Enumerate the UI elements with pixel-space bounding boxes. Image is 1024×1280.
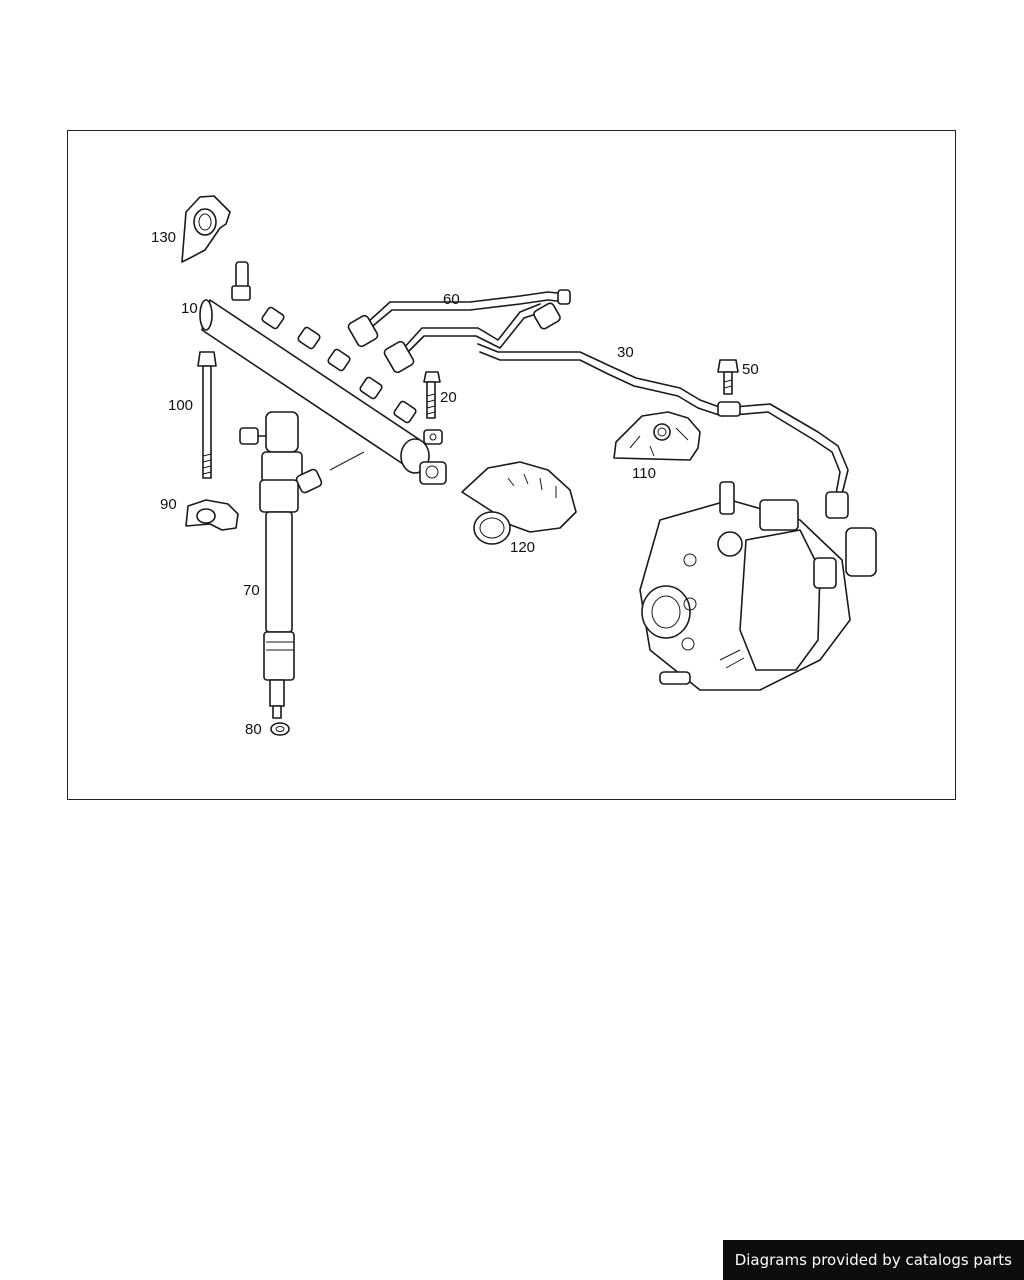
callout-80: 80 — [245, 721, 262, 738]
part-70-injector — [239, 411, 323, 719]
callout-20: 20 — [440, 389, 457, 406]
part-90-clamp — [185, 499, 239, 531]
part-30-supply-line — [477, 343, 849, 519]
callout-110: 110 — [632, 465, 656, 482]
callout-10: 10 — [181, 300, 198, 317]
leader-line — [329, 451, 365, 471]
part-120-cover — [461, 461, 577, 545]
high-pressure-pump — [639, 481, 877, 691]
part-130-bracket — [181, 195, 231, 263]
callout-70: 70 — [243, 582, 260, 599]
footer-credit: Diagrams provided by catalogs parts — [722, 1240, 1024, 1280]
callout-90: 90 — [160, 496, 177, 513]
part-100-long-bolt — [197, 351, 217, 479]
part-10-fuel-rail — [199, 261, 447, 485]
part-50-bolt — [717, 359, 739, 395]
callout-50: 50 — [742, 361, 759, 378]
part-110-bracket — [613, 411, 701, 461]
callout-60: 60 — [443, 291, 460, 308]
part-80-washer — [270, 722, 290, 736]
callout-30: 30 — [617, 344, 634, 361]
callout-100: 100 — [168, 397, 193, 414]
part-60-injector-lines — [347, 289, 571, 374]
callout-130: 130 — [151, 229, 176, 246]
part-20-bolt — [423, 371, 441, 419]
callout-120: 120 — [510, 539, 535, 556]
